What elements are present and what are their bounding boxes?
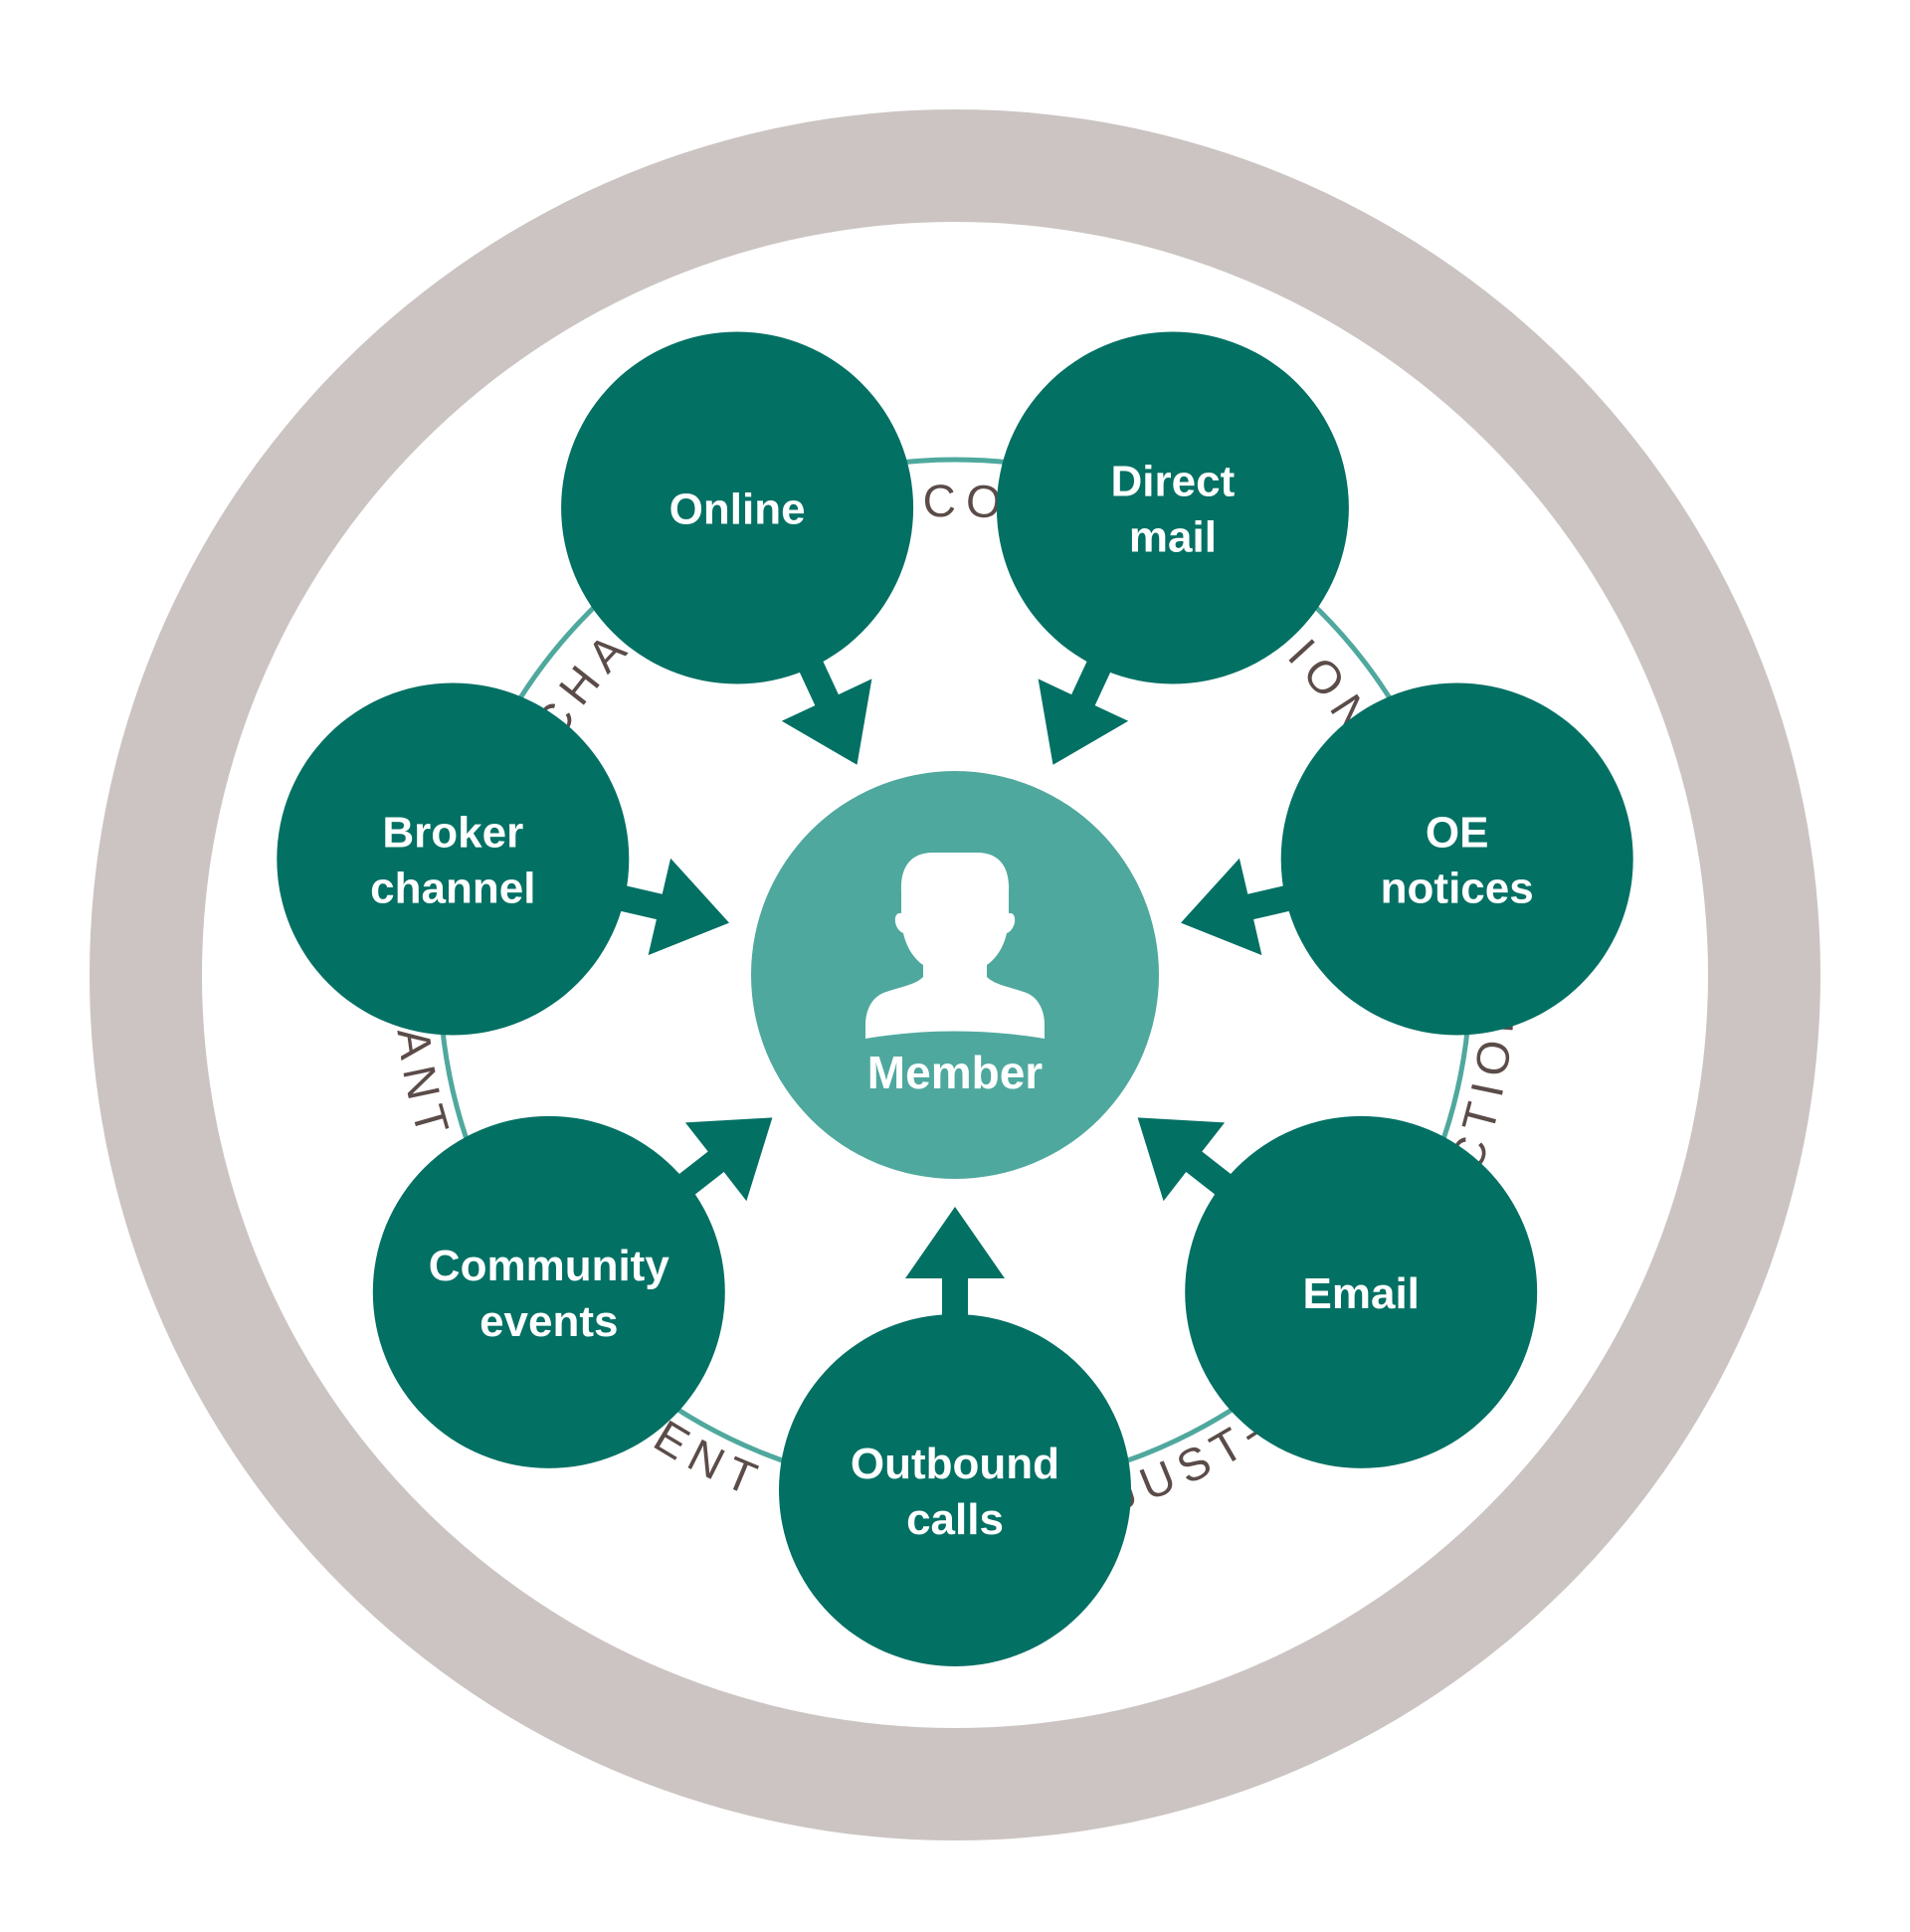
channel-label-outbound-calls: calls bbox=[906, 1495, 1004, 1544]
channel-label-outbound-calls: Outbound bbox=[851, 1440, 1059, 1488]
channel-node-community-events: Community events bbox=[372, 1115, 725, 1468]
channel-circle-direct-mail bbox=[996, 331, 1349, 684]
channel-label-direct-mail: mail bbox=[1129, 513, 1217, 562]
arrow-oe-notices bbox=[1181, 858, 1308, 956]
channel-circle-email bbox=[1185, 1115, 1538, 1468]
arrow-online bbox=[781, 644, 872, 765]
channel-label-email: Email bbox=[1303, 1269, 1420, 1318]
arrows-group bbox=[602, 644, 1308, 1334]
person-icon bbox=[865, 853, 1045, 1039]
arrow-community-events bbox=[664, 1117, 773, 1207]
channel-node-outbound-calls: Outbound calls bbox=[779, 1314, 1131, 1666]
member-node: Member bbox=[751, 771, 1159, 1179]
channel-node-broker-channel: Broker channel bbox=[277, 682, 630, 1036]
channel-label-oe-notices: notices bbox=[1381, 865, 1534, 913]
channel-label-direct-mail: Direct bbox=[1111, 458, 1236, 506]
arrow-broker-channel bbox=[602, 858, 729, 956]
channel-circle-broker-channel bbox=[277, 682, 630, 1036]
channel-node-online: Online bbox=[561, 331, 914, 684]
channel-label-broker-channel: channel bbox=[370, 865, 535, 913]
channel-node-oe-notices: OE notices bbox=[1280, 682, 1633, 1036]
arrow-outbound-calls bbox=[905, 1207, 1005, 1334]
channel-label-oe-notices: OE bbox=[1426, 809, 1489, 858]
member-label: Member bbox=[867, 1047, 1043, 1098]
channel-node-direct-mail: Direct mail bbox=[996, 331, 1349, 684]
channel-circle-community-events bbox=[372, 1115, 725, 1468]
channel-circle-oe-notices bbox=[1280, 682, 1633, 1036]
channel-label-broker-channel: Broker bbox=[382, 809, 523, 858]
channel-label-online: Online bbox=[669, 485, 806, 534]
channel-label-community-events: events bbox=[479, 1297, 618, 1346]
channel-node-email: Email bbox=[1185, 1115, 1538, 1468]
channel-circle-online bbox=[561, 331, 914, 684]
channel-label-community-events: Community bbox=[429, 1242, 670, 1290]
channel-circle-outbound-calls bbox=[779, 1314, 1131, 1666]
arrow-direct-mail bbox=[1038, 644, 1129, 765]
arrow-email bbox=[1137, 1117, 1246, 1207]
